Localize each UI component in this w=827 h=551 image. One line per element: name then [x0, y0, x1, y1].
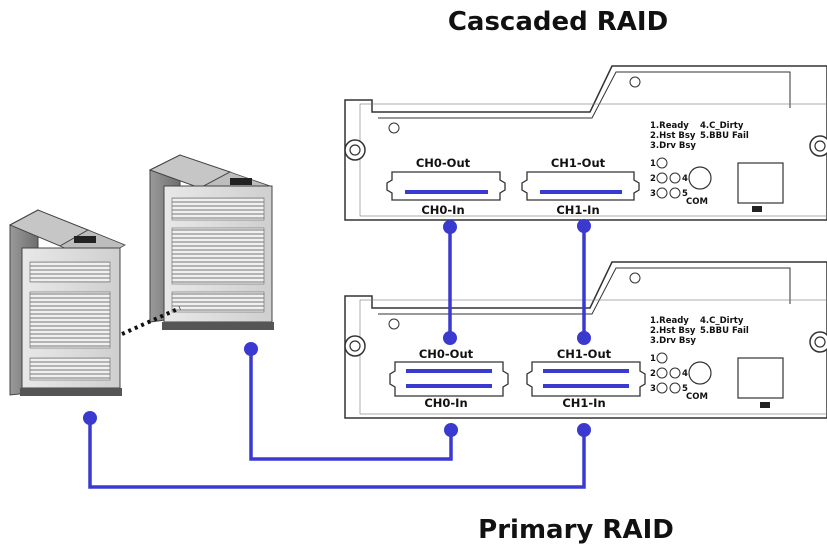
led-number: 3 [650, 384, 656, 394]
rj45-port-icon[interactable] [737, 357, 784, 399]
primary-ch0-connector[interactable] [389, 361, 509, 397]
led-legend-c-dirty: 4.C_Dirty [700, 121, 744, 131]
rj45-port-icon[interactable] [737, 162, 784, 204]
thumbscrew-icon [344, 335, 366, 357]
led-hst-bsy-icon [656, 367, 668, 379]
led-ready-icon [656, 352, 668, 364]
cable-ch1-cascade [577, 219, 591, 345]
led-number: 4 [682, 174, 688, 184]
primary-ch1-connector[interactable] [526, 361, 646, 397]
host-server-right-icon [148, 154, 274, 330]
screw-hole-icon [629, 76, 641, 88]
primary-ch0-in-label: CH0-In [424, 396, 467, 410]
led-drv-bsy-icon [656, 382, 668, 394]
led-ready-icon [656, 157, 668, 169]
com-port-label: COM [686, 197, 708, 207]
led-legend-drv-bsy: 3.Drv Bsy [650, 336, 696, 346]
screw-hole-icon [388, 318, 400, 330]
led-legend-hst-bsy: 2.Hst Bsy [650, 326, 696, 336]
cascaded-raid-title: Cascaded RAID [448, 7, 668, 37]
led-number: 1 [650, 354, 656, 364]
cascaded-ch0-out-label: CH0-Out [416, 156, 471, 170]
primary-ch1-in-label: CH1-In [562, 396, 605, 410]
led-hst-bsy-icon [656, 172, 668, 184]
com-port-icon[interactable] [688, 166, 712, 190]
thumbscrew-icon [809, 331, 827, 353]
led-legend-c-dirty: 4.C_Dirty [700, 316, 744, 326]
cascaded-ch1-connector[interactable] [521, 171, 640, 201]
screw-hole-icon [388, 122, 400, 134]
thumbscrew-icon [344, 139, 366, 161]
led-number: 5 [682, 384, 688, 394]
led-legend-drv-bsy: 3.Drv Bsy [650, 141, 696, 151]
led-legend-ready: 1.Ready [650, 121, 689, 131]
led-legend-ready: 1.Ready [650, 316, 689, 326]
led-c-dirty-icon [669, 367, 681, 379]
cable-ch0-cascade [443, 220, 457, 345]
led-legend-bbu-fail: 5.BBU Fail [700, 131, 749, 141]
led-drv-bsy-icon [656, 187, 668, 199]
cable-host-left-to-ch1 [83, 411, 591, 489]
cascaded-ch1-in-label: CH1-In [556, 203, 599, 217]
com-port-label: COM [686, 392, 708, 402]
led-number: 3 [650, 189, 656, 199]
cascaded-ch0-connector[interactable] [386, 171, 506, 201]
screw-hole-icon [629, 272, 641, 284]
cascaded-ch0-in-label: CH0-In [421, 203, 464, 217]
led-bbu-fail-icon [669, 382, 681, 394]
cascaded-raid-panel: CH0-Out CH1-Out CH0-In CH1-In 1.Ready 4.… [344, 65, 827, 221]
cable-host-right-to-ch0 [244, 342, 458, 461]
led-legend-bbu-fail: 5.BBU Fail [700, 326, 749, 336]
small-port-icon [760, 402, 770, 408]
led-legend-hst-bsy: 2.Hst Bsy [650, 131, 696, 141]
primary-ch1-out-label: CH1-Out [557, 347, 612, 361]
led-number: 4 [682, 369, 688, 379]
primary-raid-title: Primary RAID [478, 515, 674, 545]
small-port-icon [752, 206, 762, 212]
thumbscrew-icon [809, 135, 827, 157]
led-bbu-fail-icon [669, 187, 681, 199]
led-c-dirty-icon [669, 172, 681, 184]
led-number: 1 [650, 159, 656, 169]
led-number: 5 [682, 189, 688, 199]
led-number: 2 [650, 369, 656, 379]
cascaded-ch1-out-label: CH1-Out [551, 156, 606, 170]
led-number: 2 [650, 174, 656, 184]
host-server-left-icon [8, 209, 126, 396]
com-port-icon[interactable] [688, 361, 712, 385]
primary-ch0-out-label: CH0-Out [419, 347, 474, 361]
